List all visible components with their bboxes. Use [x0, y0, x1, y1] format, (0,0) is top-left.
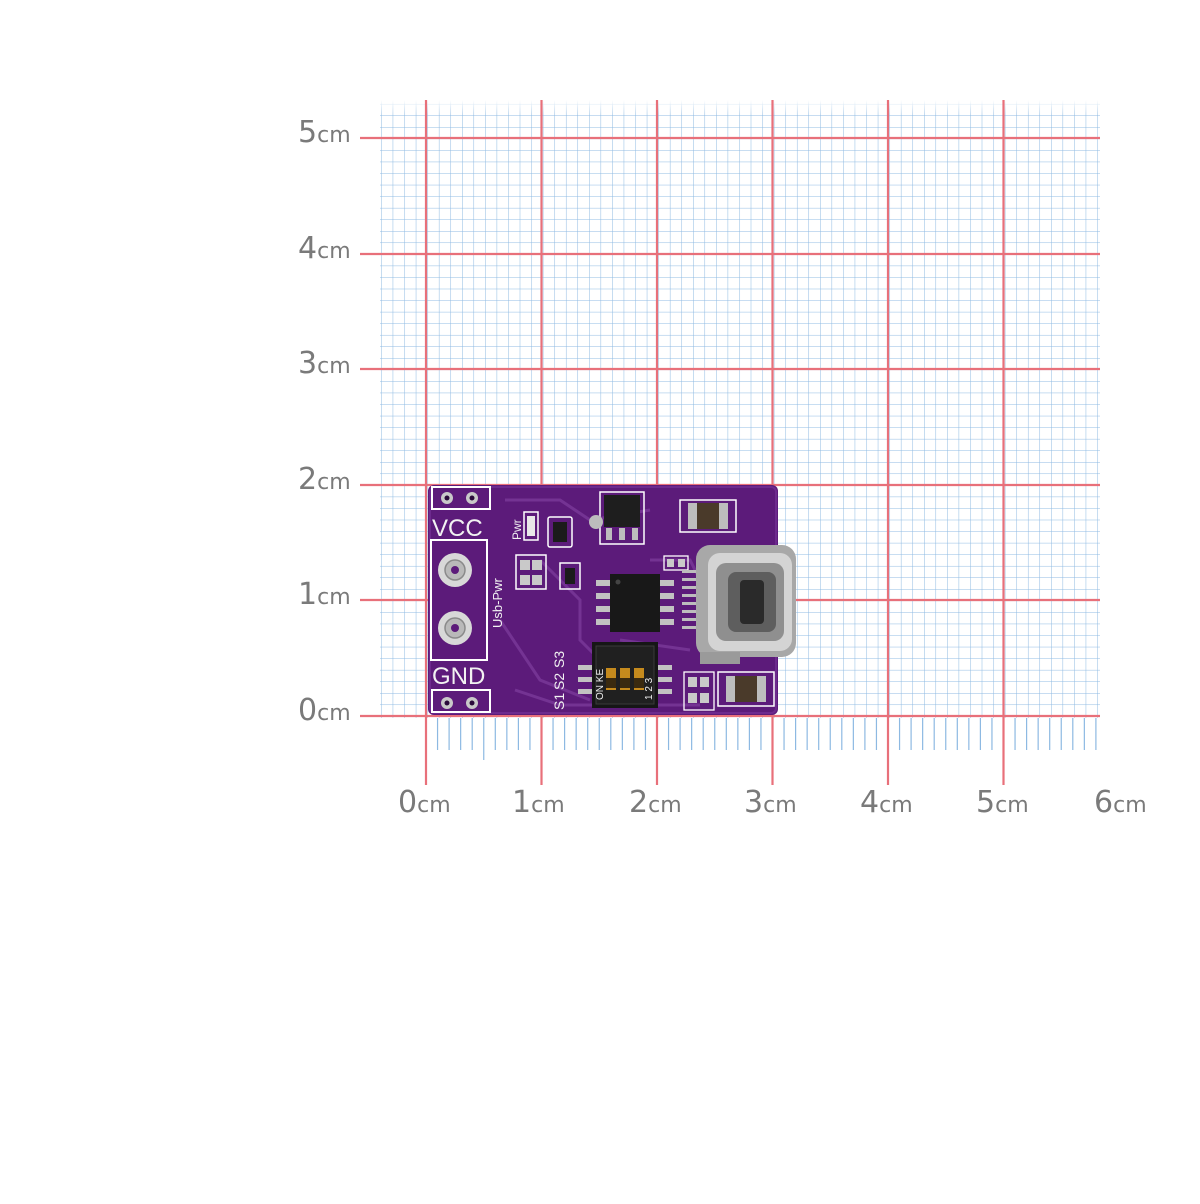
pcb-board: VCC GND Usb-Pwr Pwr	[428, 485, 796, 715]
dip-switch: ON KE 1 2 3	[578, 642, 672, 708]
vcc-label: VCC	[432, 515, 483, 542]
y-axis-label: 4cm	[298, 231, 351, 266]
s3-label: S3	[551, 651, 567, 668]
x-axis-label: 4cm	[860, 785, 913, 820]
dip-numbers: 1 2 3	[644, 677, 655, 700]
x-axis-label: 3cm	[744, 785, 797, 820]
dip-on-label: ON KE	[595, 669, 606, 700]
s1-label: S1	[551, 693, 567, 710]
x-axis-label: 5cm	[976, 785, 1029, 820]
x-axis-label: 0cm	[398, 785, 451, 820]
x-axis-label: 2cm	[629, 785, 682, 820]
y-axis-label: 2cm	[298, 462, 351, 497]
x-axis-label: 6cm	[1094, 785, 1147, 820]
y-axis-label: 0cm	[298, 693, 351, 728]
usb-c-connector	[682, 545, 796, 664]
x-axis-label: 1cm	[512, 785, 565, 820]
y-axis-label: 3cm	[298, 346, 351, 381]
y-axis-label: 1cm	[298, 577, 351, 612]
usb-pwr-label: Usb-Pwr	[490, 577, 505, 628]
pwr-label: Pwr	[510, 519, 524, 540]
s2-label: S2	[551, 673, 567, 690]
y-axis-label: 5cm	[298, 115, 351, 150]
gnd-label: GND	[432, 663, 485, 690]
